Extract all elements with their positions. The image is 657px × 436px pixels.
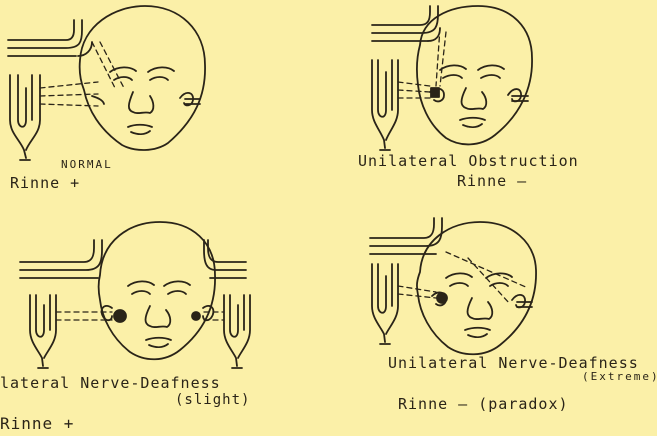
- rinne-normal: Rinne +: [10, 174, 80, 192]
- rinne-bilateral: Rinne +: [0, 414, 74, 433]
- ear-marker-right-bilateral: [192, 312, 200, 320]
- tuning-fork-forehead-right-bilateral: [204, 240, 246, 278]
- face-bilateral: [99, 222, 216, 359]
- tuning-fork-mastoid-normal: [10, 75, 40, 160]
- tuning-fork-mastoid-right-bilateral: [224, 295, 250, 368]
- tuning-fork-forehead-left-bilateral: [20, 240, 102, 278]
- tuning-fork-mastoid-obstruction: [372, 60, 398, 150]
- face-obstruction: [417, 6, 532, 144]
- tuning-fork-forehead-normal: [8, 20, 92, 56]
- caption-bilateral: lateral Nerve-Deafness: [0, 374, 221, 392]
- degree-bilateral: (slight): [175, 392, 250, 408]
- panel-unilateral-nerve-drawing: [370, 218, 536, 354]
- panel-normal-drawing: [8, 6, 205, 160]
- tuning-fork-mastoid-left-bilateral: [30, 295, 56, 368]
- rinne-obstruction: Rinne —: [457, 172, 527, 190]
- tuning-fork-forehead-unilateral-nerve: [370, 218, 442, 254]
- tuning-fork-mastoid-unilateral-nerve: [372, 264, 398, 344]
- degree-unilateral-nerve: (Extreme): [582, 370, 657, 383]
- rinne-unilateral-nerve: Rinne — (paradox): [398, 395, 569, 413]
- ear-plug-obstruction: [431, 88, 439, 97]
- panel-bilateral-drawing: [20, 222, 250, 368]
- caption-normal: NORMAL: [61, 158, 113, 171]
- face-normal: [80, 6, 205, 150]
- ear-marker-left-bilateral: [114, 310, 126, 322]
- caption-obstruction: Unilateral Obstruction: [358, 152, 579, 170]
- ear-marker-unilateral-nerve: [437, 293, 447, 303]
- panel-obstruction-drawing: [372, 6, 532, 150]
- face-unilateral-nerve: [417, 222, 536, 354]
